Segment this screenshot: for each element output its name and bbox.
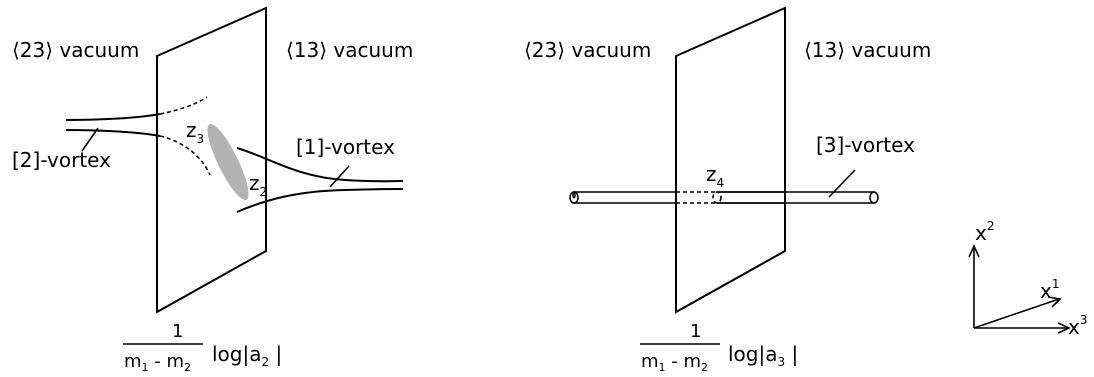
left-vacuum-23-label: ⟨23⟩ vacuum — [12, 38, 139, 62]
z4-label: z4 — [706, 162, 724, 190]
z2-label: z2 — [249, 171, 267, 199]
left-formula-denominator: m1 - m2 — [124, 351, 191, 374]
axis-x1-label: x1 — [1040, 277, 1059, 303]
monopole-ellipse — [207, 123, 249, 201]
left-vortex-2-upper — [65, 113, 161, 121]
axis-x2-label: x2 — [975, 219, 994, 245]
right-panel: ⟨23⟩ vacuum ⟨13⟩ vacuum [3]-vortex z4 1 … — [524, 6, 931, 374]
left-vacuum-13-label: ⟨13⟩ vacuum — [286, 38, 413, 62]
axis-x3-label: x3 — [1068, 313, 1087, 339]
left-formula-log: log|a2 | — [212, 342, 282, 369]
right-vacuum-13-label: ⟨13⟩ vacuum — [804, 38, 931, 62]
right-vortex-3-left-cap — [572, 190, 576, 199]
right-vortex-3-left-end — [569, 191, 579, 204]
right-formula-numerator: 1 — [690, 321, 701, 342]
left-vortex-2-upper-dashed — [159, 96, 208, 115]
leader-vortex-1 — [329, 165, 350, 188]
left-formula-numerator: 1 — [172, 321, 183, 342]
z4-ring — [712, 191, 722, 204]
axis-x3-arrowhead — [1057, 322, 1071, 334]
right-formula: 1 m1 - m2 log|a3 | — [640, 321, 798, 374]
right-vortex-3-label: [3]-vortex — [816, 133, 915, 157]
leader-vortex-3 — [828, 169, 856, 198]
right-vacuum-23-label: ⟨23⟩ vacuum — [524, 38, 651, 62]
left-formula: 1 m1 - m2 log|a2 | — [123, 321, 282, 374]
coordinate-axes: x2 x1 x3 — [968, 219, 1087, 339]
axis-x1-line — [973, 298, 1060, 329]
left-vortex-2-label: [2]-vortex — [12, 148, 111, 172]
right-vortex-3-right-end — [869, 191, 879, 204]
left-vortex-1-label: [1]-vortex — [296, 135, 395, 159]
right-formula-denominator: m1 - m2 — [641, 351, 708, 374]
left-vortex-1-upper — [236, 147, 404, 183]
left-vortex-1-lower — [236, 188, 404, 213]
right-domain-wall — [675, 6, 786, 314]
right-formula-log: log|a3 | — [728, 342, 798, 369]
left-panel: ⟨23⟩ vacuum ⟨13⟩ vacuum [2]-vortex [1]-v… — [12, 6, 413, 374]
axis-x1-arrowhead — [1047, 296, 1062, 308]
leader-vortex-2 — [81, 127, 99, 152]
left-domain-wall — [156, 6, 267, 314]
z3-label: z3 — [186, 118, 204, 146]
left-vortex-2-lower — [65, 129, 161, 137]
left-vortex-2-lower-dashed — [159, 135, 211, 176]
axis-x2-arrowhead — [968, 244, 980, 258]
